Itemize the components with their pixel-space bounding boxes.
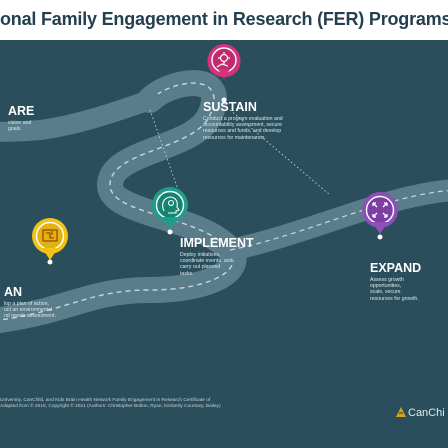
implement-pin bbox=[152, 187, 188, 229]
guide-line-right bbox=[229, 109, 331, 196]
sustain-desc-line: resources and funds, and develop bbox=[203, 128, 282, 135]
left-top-desc-line: goals. bbox=[8, 126, 22, 133]
implement-title: IMPLEMENT bbox=[180, 236, 254, 250]
expand-dot bbox=[377, 234, 383, 240]
road-right-branch bbox=[219, 179, 448, 261]
plan-pin bbox=[32, 218, 68, 260]
implement-desc: Deploy initiatives, coordinate events, a… bbox=[180, 252, 233, 277]
expand-pin bbox=[362, 192, 398, 234]
left-top-desc: vision and goals. bbox=[8, 120, 31, 132]
road-upper bbox=[0, 90, 160, 142]
plan-desc: lop a plan of action, uct an environment… bbox=[4, 301, 56, 320]
sustain-pin bbox=[207, 44, 241, 79]
implement-desc-line: tasks. bbox=[180, 270, 194, 277]
expand-desc-line: scale, secure bbox=[370, 289, 401, 296]
implement-desc-line: carry out planned bbox=[180, 264, 221, 271]
brand-name: CanChi bbox=[408, 407, 445, 419]
expand-desc-line: resources for growth. bbox=[370, 295, 419, 302]
page-title: onal Family Engagement in Research (FER)… bbox=[0, 9, 448, 29]
title-bar: onal Family Engagement in Research (FER)… bbox=[0, 0, 448, 40]
sustain-desc: Conduct a program evaluation and account… bbox=[203, 116, 283, 141]
roadmap-diagram bbox=[0, 44, 448, 333]
gear-hand-icon bbox=[216, 52, 230, 68]
expand-desc: Assess growth opportunities, scale, secu… bbox=[370, 277, 419, 302]
sustain-desc-line: resources for maintenance. bbox=[203, 134, 266, 141]
guide-line-left bbox=[149, 109, 181, 196]
canchild-logo-icon bbox=[396, 407, 406, 417]
sustain-dot bbox=[221, 97, 227, 103]
sustain-desc-line: accountability assessment, secure bbox=[203, 122, 283, 129]
footer-line: University, CanChild, and Kids Brain Hea… bbox=[0, 398, 211, 403]
implement-dot bbox=[167, 229, 173, 235]
expand-desc-line: opportunities, bbox=[370, 283, 402, 290]
gears-head-icon bbox=[162, 196, 180, 214]
expand-arrows-icon bbox=[372, 202, 388, 218]
footer-line: Adapted from © 2018, Copyright © 2021 (A… bbox=[0, 404, 221, 409]
blueprint-icon bbox=[42, 229, 58, 242]
plan-dot bbox=[47, 259, 53, 265]
expand-title: EXPAND bbox=[370, 261, 422, 275]
sustain-title: SUSTAIN bbox=[203, 100, 257, 114]
footer-citation: University, CanChild, and Kids Brain Hea… bbox=[0, 398, 221, 410]
implement-desc-line: coordinate events, and bbox=[180, 258, 233, 265]
plan-title: AN bbox=[4, 285, 23, 299]
plan-desc-line: lop a plan of action, bbox=[4, 301, 49, 307]
implement-desc-line: Deploy initiatives, bbox=[180, 252, 221, 258]
plan-desc-line: nd needs assessment. bbox=[4, 313, 56, 320]
expand-desc-line: Assess growth bbox=[370, 277, 404, 283]
sustain-desc-line: Conduct a program evaluation and bbox=[203, 116, 283, 122]
left-top-title: ARE bbox=[8, 104, 35, 118]
plan-desc-line: uct an environmental bbox=[4, 307, 53, 314]
left-top-desc-line: vision and bbox=[8, 120, 32, 126]
